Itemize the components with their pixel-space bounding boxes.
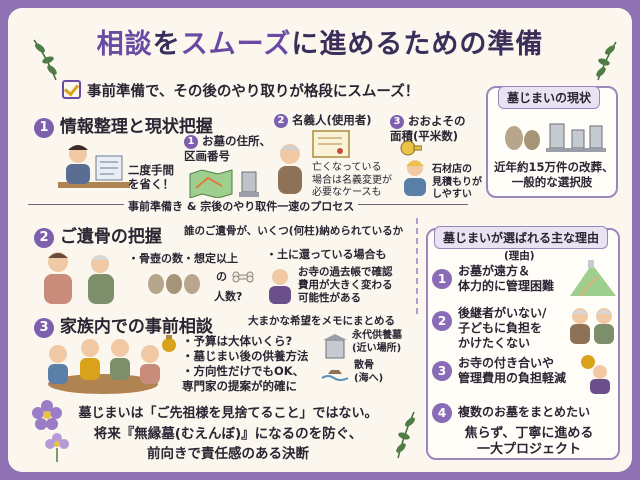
person-at-desk-illustration xyxy=(58,145,130,188)
step2-item1b: の xyxy=(216,270,227,283)
mountain-path-icon xyxy=(570,260,616,296)
status-box-text: 近年約15万件の改葬、 一般的な選択肢 xyxy=(494,160,614,189)
step2-question: 誰のご遺骨が、いくつ(何柱)納められているか xyxy=(184,225,404,237)
step3-bullets: ・予算は大体いくら? ・墓じまい後の供養方法 ・方向性だけでもOK、 専門家の提… xyxy=(182,334,309,394)
tape-measure-icon xyxy=(400,140,422,156)
leaf-sprig-icon xyxy=(33,39,57,81)
family-meeting-illustration xyxy=(48,339,160,394)
bone-icon xyxy=(232,271,254,283)
elderly-man-icon xyxy=(278,144,302,194)
reason-3-text: お寺の付き合いや 管理費用の負担軽減 xyxy=(458,356,567,385)
reason-1-text: お墓が遠方＆ 体力的に管理困難 xyxy=(458,264,555,293)
step-number-badge: 3 xyxy=(34,318,54,338)
leaf-sprig-icon xyxy=(596,41,617,81)
option-1: 永代供養墓 (近い場所) xyxy=(352,330,402,354)
leaf-sprig-icon xyxy=(396,411,415,459)
reason-4: 4 xyxy=(432,402,452,423)
bottom-line-1: 墓じまいは「ご先祖様を見捨てること」ではない。 xyxy=(78,406,378,421)
step1-item2-label: 2 名義人(使用者) xyxy=(274,114,372,128)
step1-item3-note: 石材店の 見積もりが しやすい xyxy=(432,164,482,200)
step2-heading: 2 ご遺骨の把握 xyxy=(34,222,162,248)
reason-number: 1 xyxy=(432,269,452,289)
reasons-box: 墓じまいが選ばれる主な理由 (理由) 1 お墓が遠方＆ 体力的に管理困難 2 後… xyxy=(426,226,620,460)
step2-item1: ・骨壺の数・想定以上 xyxy=(128,252,238,265)
reason-1: 1 xyxy=(432,268,452,289)
reason-3: 3 xyxy=(432,360,452,381)
reasons-sub: (理由) xyxy=(504,250,535,262)
step-number-badge: 1 xyxy=(34,118,54,138)
page-title: 相談をスムーズに進めるための準備 xyxy=(96,29,544,60)
reason-4-text: 複数のお墓をまとめたい xyxy=(458,405,591,419)
reason-2: 2 xyxy=(432,310,452,331)
checkbox-icon xyxy=(62,80,81,99)
reasons-closing: 焦らず、丁寧に進める 一大プロジェクト xyxy=(464,426,594,457)
ossuary-icon xyxy=(323,334,347,359)
step3-sub: 大まかな希望をメモにまとめる xyxy=(248,315,395,327)
reason-number: 4 xyxy=(432,403,452,423)
urns-icon xyxy=(148,274,200,294)
reasons-tab: 墓じまいが選ばれる主な理由 xyxy=(434,226,609,249)
urns-and-graves-illustration xyxy=(505,123,606,152)
step1-item1: 1 お墓の住所、 区画番号 xyxy=(184,134,272,163)
step2-item1c: 人数? xyxy=(214,290,243,303)
speech-text: 二度手間 を省く！ xyxy=(128,163,174,191)
gravestone-icon xyxy=(239,171,259,197)
status-box-tab: 墓じまいの現状 xyxy=(498,86,601,109)
step1-item3-label: 3 おおよその 面積(平米数) xyxy=(390,114,466,143)
infographic-card: 相談をスムーズに進めるための準備 事前準備で、その後のやり取りが格段にスムーズ！… xyxy=(8,8,632,472)
option-2: 散骨 (海へ) xyxy=(354,360,384,384)
bullet-1: ・予算は大体いくら? xyxy=(182,334,293,348)
family-with-urns-illustration xyxy=(44,252,114,304)
flower-icon xyxy=(32,400,62,430)
subheading: 事前準備で、その後のやり取りが格段にスムーズ！ xyxy=(62,80,419,101)
bullet-3: ・方向性だけでもOK、 専門家の提案が的確に xyxy=(182,364,305,393)
reason-number: 3 xyxy=(432,361,452,381)
map-icon xyxy=(189,169,233,198)
money-bag-icon xyxy=(162,335,176,352)
status-box: 墓じまいの現状 近年約15万件の改葬、 一般的な選択肢 xyxy=(486,86,618,198)
step3-heading: 3 家族内での事前相談 xyxy=(34,312,213,338)
certificate-icon xyxy=(312,130,350,158)
elderly-couple-icon xyxy=(570,308,614,344)
monk-with-money-icon xyxy=(581,355,610,394)
bottom-line-3: 前向きで責任感のある決断 xyxy=(147,446,309,462)
step1-item2-note: 亡くなっている 場合は名義変更が 必要なケースも xyxy=(312,162,392,198)
step2-item2: ・土に還っている場合も xyxy=(266,248,387,261)
bottom-line-2: 将来『無縁墓(むえんぼ)』になるのを防ぐ、 xyxy=(93,426,363,442)
reason-2-text: 後継者がいない/ 子どもに負担を かけたくない xyxy=(458,306,547,350)
reason-number: 2 xyxy=(432,311,452,331)
step-number-badge: 2 xyxy=(34,228,54,248)
step1-footer: 事前準備き & 宗後のやり取件一速のプロセス xyxy=(124,200,359,213)
step1-heading: 1 情報整理と現状把握 xyxy=(34,112,213,138)
step2-item3: お寺の過去帳で確認 費用が大きく変わる 可能性がある xyxy=(298,266,393,304)
bullet-2: ・墓じまい後の供養方法 xyxy=(182,349,309,363)
monk-icon xyxy=(269,269,291,304)
sea-boat-icon xyxy=(321,370,349,381)
worker-icon xyxy=(404,160,426,196)
small-flower-icon xyxy=(45,433,69,462)
dashed-divider xyxy=(416,218,418,314)
